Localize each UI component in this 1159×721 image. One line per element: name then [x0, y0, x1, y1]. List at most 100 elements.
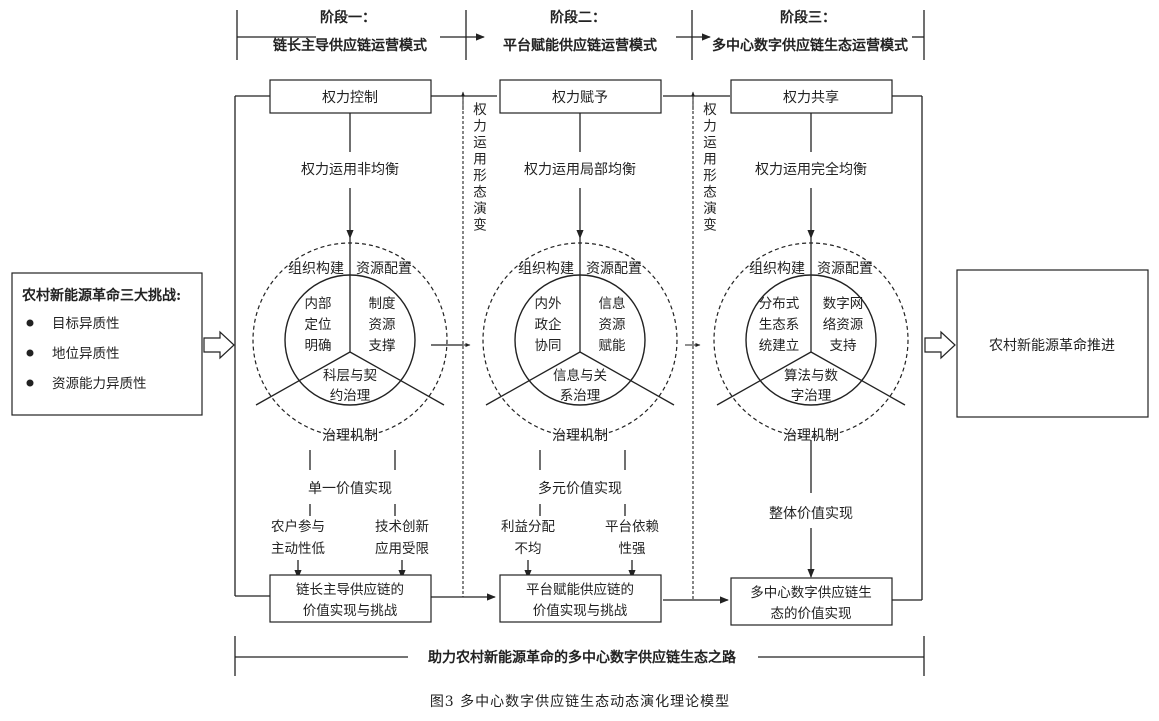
value-label: 单一价值实现 — [308, 481, 392, 497]
evolution-char: 运 — [703, 135, 717, 151]
result-label: 链长主导供应链的 — [296, 581, 404, 598]
issue-left-label: 农户参与 — [271, 518, 325, 535]
right-sector-label: 络资源 — [823, 317, 864, 333]
mechanism-label: 治理机制 — [783, 428, 839, 444]
value-label: 整体价值实现 — [769, 506, 853, 522]
bottom-sector-label: 算法与数 — [784, 368, 838, 384]
challenges-box — [11, 272, 203, 416]
evolution-char: 态 — [703, 185, 717, 201]
stage2-name: 阶段二： — [550, 9, 606, 26]
evolution-char: 权 — [703, 101, 717, 118]
challenges-title: 农村新能源革命三大挑战: — [21, 287, 181, 304]
evolution-char: 形 — [473, 168, 487, 184]
outcome-box — [956, 269, 1149, 418]
issue-right-label: 平台依赖 — [605, 519, 659, 535]
result-label: 平台赋能供应链的 — [526, 581, 634, 598]
right-sector-label: 信息 — [599, 295, 626, 312]
right-sector-label: 资源 — [599, 317, 627, 333]
issue-right-label: 应用受限 — [375, 540, 429, 557]
resource-label: 资源配置 — [817, 261, 873, 277]
evolution-char: 形 — [703, 168, 717, 184]
stage3-name: 阶段三： — [780, 9, 836, 26]
path-label: 助力农村新能源革命的多中心数字供应链生态之路 — [428, 649, 737, 666]
value-label: 多元价值实现 — [538, 480, 622, 497]
evolution-char: 演 — [473, 201, 487, 217]
mechanism-label: 治理机制 — [322, 428, 378, 444]
stages-layer: 权力控制权力运用非均衡组织构建资源配置内部定位明确制度资源支撑科层与契约治理治理… — [252, 79, 909, 626]
bullet-icon — [26, 319, 34, 327]
org-label: 组织构建 — [518, 261, 574, 277]
path-bracket — [234, 636, 925, 676]
evolution-char: 权 — [473, 101, 487, 118]
challenges-list: 目标异质性 地位异质性 资源能力异质性 — [26, 316, 147, 392]
left-sector-label: 内部 — [305, 296, 332, 312]
hollow-arrow-icon — [924, 330, 956, 360]
right-sector-label: 赋能 — [599, 338, 626, 354]
result-label: 态的价值实现 — [771, 606, 852, 622]
spoke-line — [485, 351, 581, 406]
stage-header — [236, 10, 925, 60]
balance-label: 权力运用非均衡 — [301, 162, 399, 178]
spoke-line — [810, 351, 906, 406]
challenge-item: 地位异质性 — [52, 346, 120, 362]
evolution-char: 力 — [473, 119, 487, 135]
org-label: 组织构建 — [749, 261, 805, 277]
left-sector-label: 生态系 — [759, 317, 800, 333]
stage-3: 权力共享权力运用完全均衡组织构建资源配置分布式生态系统建立数字网络资源支持算法与… — [713, 79, 909, 626]
power-label: 权力控制 — [322, 90, 378, 106]
bottom-sector-label: 科层与契 — [323, 368, 377, 384]
hollow-arrow-icon — [203, 330, 235, 360]
spoke-line — [349, 351, 445, 406]
bottom-sector-label: 约治理 — [330, 388, 371, 404]
result-label: 多中心数字供应链生 — [750, 584, 872, 601]
result-box — [499, 574, 662, 623]
right-sector-label: 数字网 — [823, 296, 864, 312]
evolution-char: 用 — [703, 152, 717, 168]
spoke-line — [716, 351, 812, 406]
stage2-title: 平台赋能供应链运营模式 — [503, 37, 657, 54]
bullet-icon — [26, 349, 34, 357]
issue-right-label: 技术创新 — [375, 519, 429, 535]
figure-caption: 图3 多中心数字供应链生态动态演化理论模型 — [430, 693, 730, 710]
evolution-char: 变 — [703, 218, 717, 234]
left-sector-label: 定位 — [305, 317, 332, 333]
stage1-name: 阶段一： — [320, 9, 376, 26]
evolution-char: 用 — [473, 152, 487, 168]
stage-1: 权力控制权力运用非均衡组织构建资源配置内部定位明确制度资源支撑科层与契约治理治理… — [252, 79, 448, 623]
result-label: 价值实现与挑战 — [533, 603, 628, 619]
balance-label: 权力运用完全均衡 — [755, 161, 867, 178]
bullet-icon — [26, 379, 34, 387]
result-box — [269, 574, 432, 623]
stage-2: 权力赋予权力运用局部均衡组织构建资源配置内外政企协同信息资源赋能信息与关系治理治… — [482, 79, 678, 623]
issue-right-label: 性强 — [619, 541, 647, 557]
challenge-item: 资源能力异质性 — [52, 376, 147, 392]
left-sector-label: 政企 — [535, 316, 563, 333]
evolution-char: 演 — [703, 201, 717, 217]
result-label: 价值实现与挑战 — [303, 603, 398, 619]
right-sector-label: 支持 — [830, 338, 857, 354]
right-sector-label: 资源 — [369, 317, 396, 333]
evolution-dividers — [462, 96, 694, 600]
issue-left-label: 不均 — [515, 541, 542, 557]
stage3-title: 多中心数字供应链生态运营模式 — [712, 37, 908, 54]
left-sector-label: 明确 — [305, 338, 332, 354]
power-box — [499, 79, 662, 114]
power-box — [730, 79, 893, 114]
spoke-line — [579, 351, 675, 406]
evolution-char: 运 — [473, 135, 487, 151]
spoke-line — [255, 351, 351, 406]
evolution-char: 态 — [473, 185, 487, 201]
left-sector-label: 内外 — [535, 296, 563, 312]
bottom-sector-label: 信息与关 — [553, 367, 607, 384]
mechanism-label: 治理机制 — [552, 428, 608, 444]
left-sector-label: 分布式 — [759, 296, 800, 312]
balance-label: 权力运用局部均衡 — [524, 162, 636, 178]
resource-label: 资源配置 — [586, 261, 642, 277]
power-label: 权力赋予 — [552, 90, 608, 106]
issue-left-label: 主动性低 — [271, 541, 325, 557]
issue-left-label: 利益分配 — [501, 519, 555, 535]
outcome-label: 农村新能源革命推进 — [989, 337, 1115, 354]
